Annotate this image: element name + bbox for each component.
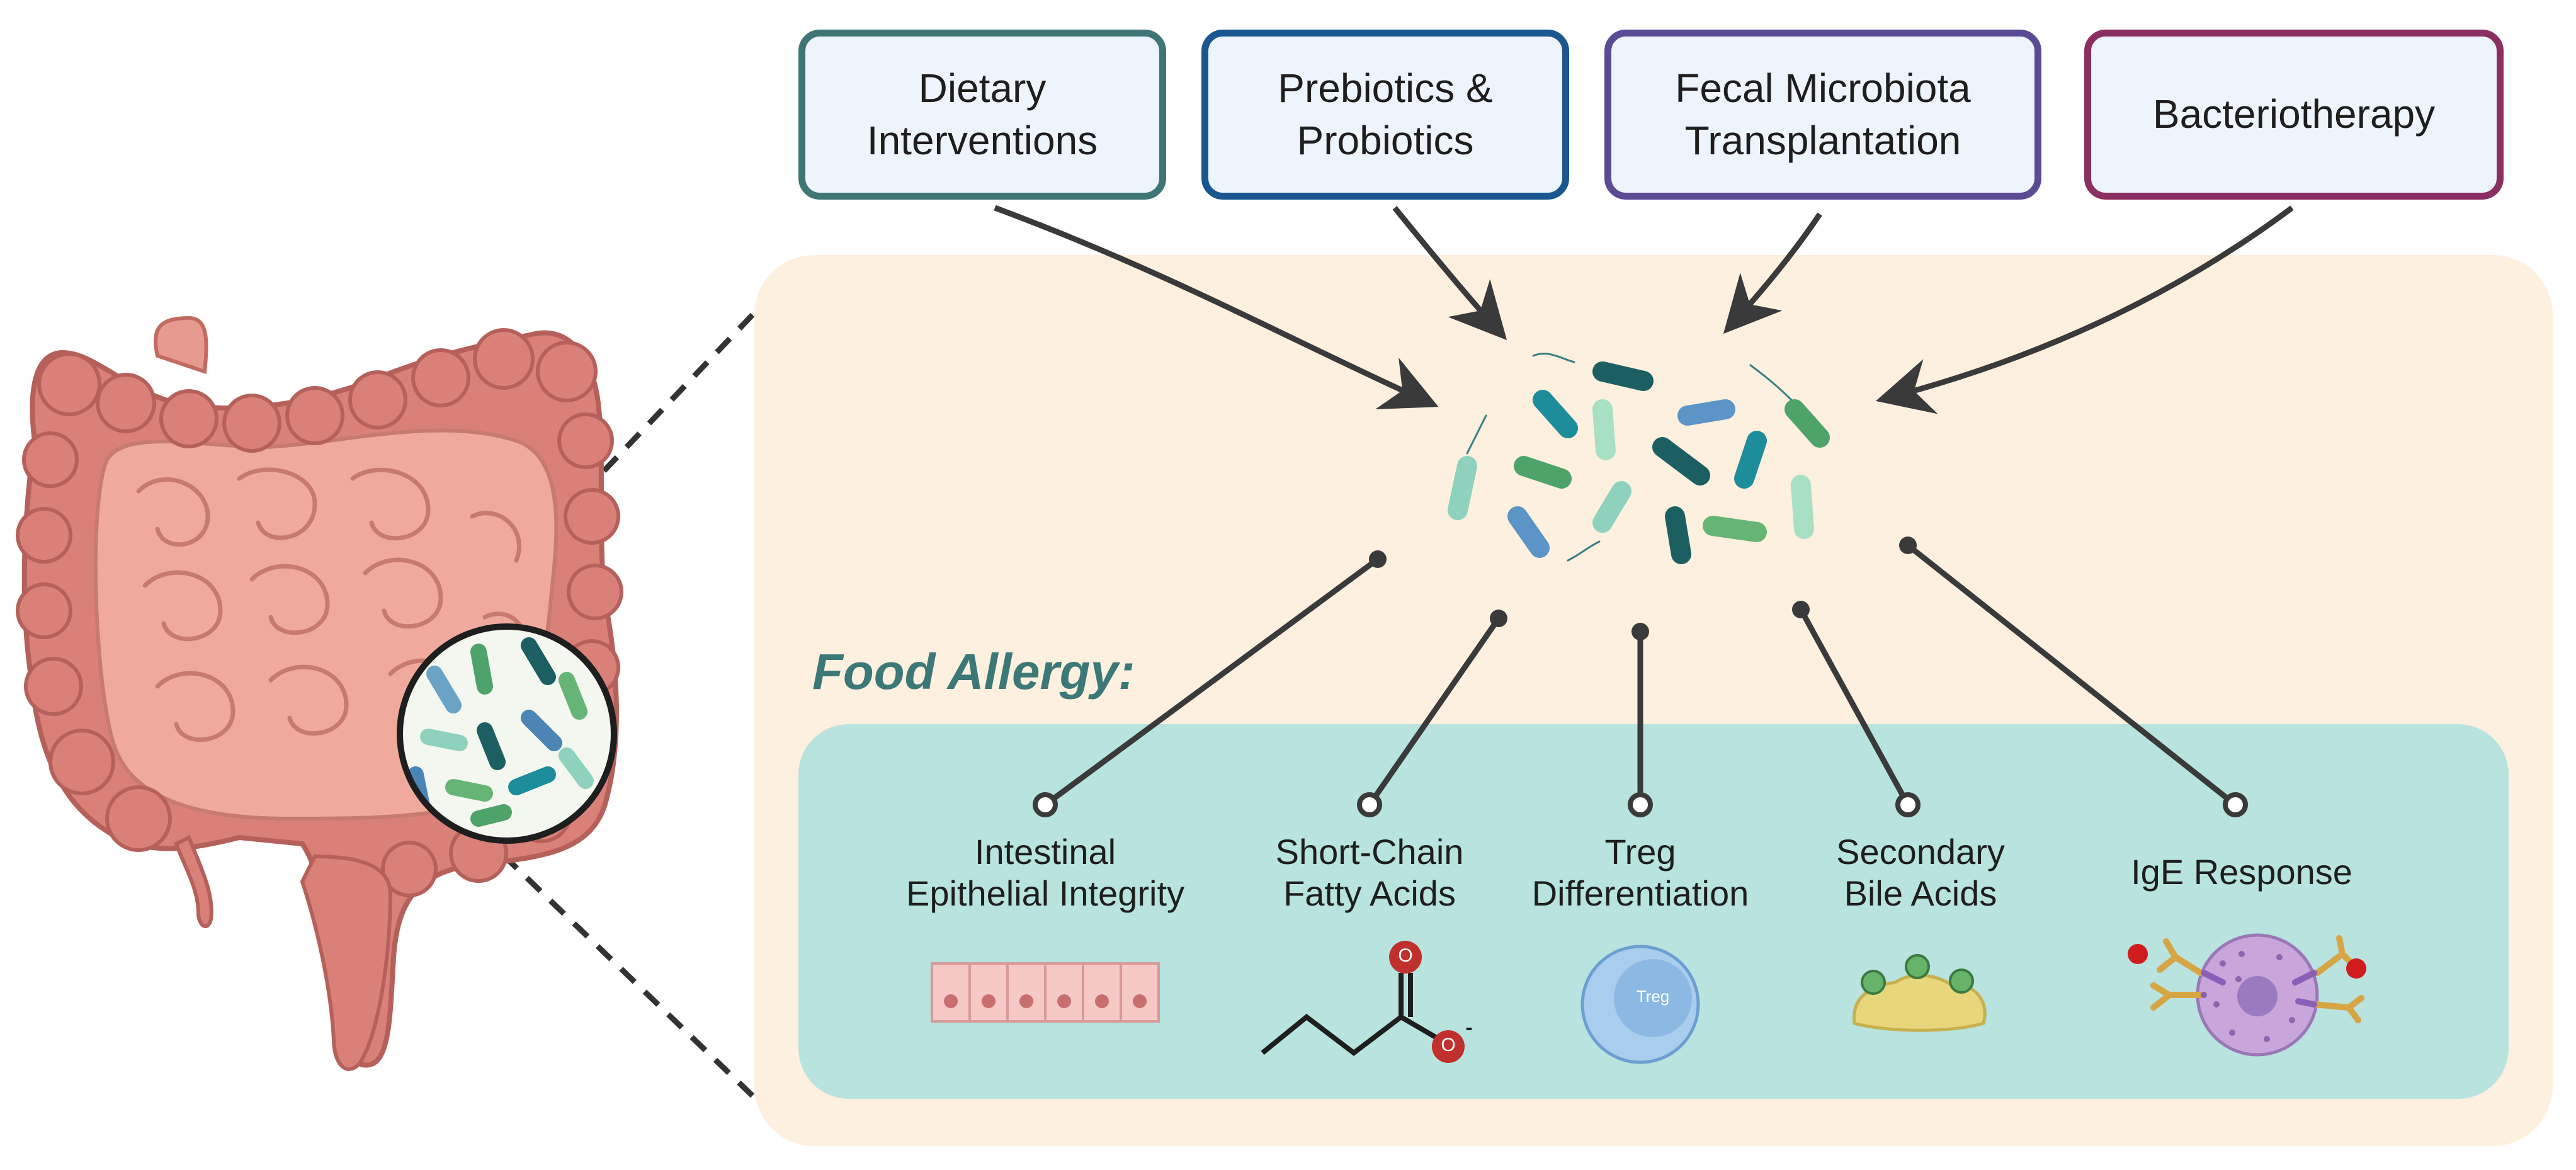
connector-start-dots xyxy=(1369,537,1917,640)
bile-acid-icon xyxy=(1853,954,1987,1032)
treg-cell-icon xyxy=(1580,945,1700,1064)
outcome-line-2: Fatty Acids xyxy=(1283,873,1456,914)
outcome-label-bile-acids: Secondary Bile Acids xyxy=(1788,831,2053,914)
dietary-interventions-box: Dietary Interventions xyxy=(798,30,1166,200)
oxygen-label-top: O xyxy=(1398,945,1413,966)
bacteria-cluster xyxy=(1448,353,1830,564)
box-line-2: Transplantation xyxy=(1684,118,1961,163)
food-allergy-panel xyxy=(798,724,2509,1099)
outcome-line-1: Treg xyxy=(1604,832,1676,872)
oxygen-label-bottom: O xyxy=(1441,1035,1456,1055)
outcome-line-2: Bile Acids xyxy=(1844,873,1997,914)
box-line-1: Fecal Microbiota xyxy=(1675,65,1971,111)
intervention-arrows xyxy=(994,205,2294,414)
outcome-line-2: Differentiation xyxy=(1531,873,1749,914)
outcome-line-1: Intestinal xyxy=(974,832,1116,872)
outcome-connectors xyxy=(1043,543,2237,807)
outcome-label-epithelial-integrity: Intestinal Epithelial Integrity xyxy=(882,831,1209,914)
butyrate-molecule-icon xyxy=(1261,941,1465,1063)
connector-end-rings xyxy=(1033,792,2248,817)
outcome-line-2: Epithelial Integrity xyxy=(905,873,1184,914)
bacteriotherapy-box: Bacteriotherapy xyxy=(2084,30,2504,200)
outcome-line-1: Secondary xyxy=(1836,832,2005,872)
charge-label: - xyxy=(1465,1016,1473,1040)
box-line-2: Probiotics xyxy=(1297,118,1474,163)
prebiotics-probiotics-box: Prebiotics & Probiotics xyxy=(1201,30,1569,200)
mast-cell-ige-icon xyxy=(2128,933,2366,1057)
fecal-microbiota-transplantation-box: Fecal Microbiota Transplantation xyxy=(1604,30,2041,200)
outcome-label-ige: IgE Response xyxy=(2109,851,2374,893)
treg-cell-label: Treg xyxy=(1636,987,1670,1006)
box-line-2: Interventions xyxy=(866,118,1098,163)
outcome-label-treg: Treg Differentiation xyxy=(1502,831,1779,914)
epithelium-icon xyxy=(931,962,1160,1023)
outcome-line-1: IgE Response xyxy=(2131,852,2352,892)
box-line-1: Bacteriotherapy xyxy=(2152,91,2436,137)
food-allergy-title: Food Allergy: xyxy=(812,644,1135,700)
outcome-label-scfa: Short-Chain Fatty Acids xyxy=(1237,831,1502,914)
box-line-1: Prebiotics & xyxy=(1278,65,1493,111)
magnifier-lens xyxy=(397,623,617,844)
outcome-line-1: Short-Chain xyxy=(1275,832,1464,872)
box-line-1: Dietary xyxy=(918,65,1047,111)
